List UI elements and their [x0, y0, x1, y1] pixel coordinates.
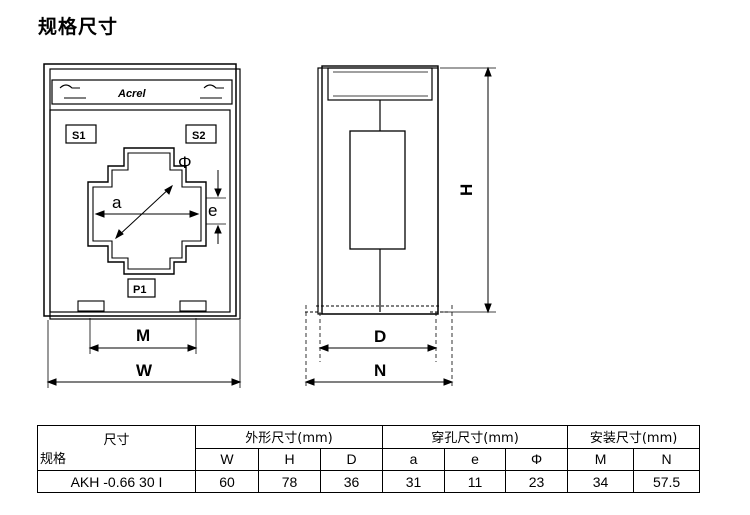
- brand-logo: Acrel: [117, 88, 146, 100]
- group-outline: 外形尺寸(mm): [194, 425, 384, 449]
- cell-model: AKH -0.66 30 I: [37, 470, 196, 493]
- dim-n: N: [374, 361, 386, 380]
- front-labels: Acrel S1 S2 P1: [72, 88, 205, 296]
- terminal-p1: P1: [133, 284, 146, 296]
- header-size-label: 尺寸: [103, 433, 130, 448]
- cell-phi: 23: [505, 470, 569, 493]
- dim-h: H: [457, 184, 476, 196]
- terminal-s2: S2: [192, 130, 205, 142]
- dim-m: M: [136, 326, 150, 345]
- cell-h: 78: [258, 470, 321, 493]
- terminal-s1: S1: [72, 130, 85, 142]
- header-corner: 尺寸 规格: [37, 425, 196, 471]
- col-d: D: [319, 447, 384, 471]
- header-spec-label: 规格: [40, 452, 67, 467]
- table-row: AKH -0.66 30 I 60 78 36 31 11 23 34 57.5: [37, 470, 701, 493]
- cell-m: 34: [567, 470, 635, 493]
- dim-phi: Φ: [178, 153, 192, 172]
- cell-a: 31: [382, 470, 446, 493]
- cell-w: 60: [195, 470, 259, 493]
- cell-n: 57.5: [633, 470, 701, 493]
- col-phi: Φ: [505, 447, 569, 471]
- group-hole: 穿孔尺寸(mm): [382, 425, 569, 449]
- table-subheader-row: W H D a e Φ M N: [38, 447, 701, 471]
- page-heading: 规格尺寸: [38, 16, 119, 38]
- front-view: [43, 63, 242, 388]
- cell-d: 36: [319, 470, 384, 493]
- col-n: N: [633, 447, 701, 471]
- side-view: [304, 65, 496, 387]
- dimension-drawing: Acrel S1 S2 P1 Φ a e M W: [43, 63, 496, 388]
- col-w: W: [195, 447, 259, 471]
- side-dim-labels: H D N: [374, 184, 476, 380]
- dim-e: e: [208, 201, 217, 220]
- col-h: H: [258, 447, 321, 471]
- dim-w: W: [136, 361, 153, 380]
- group-mount: 安装尺寸(mm): [567, 425, 701, 449]
- front-dim-labels: Φ a e M W: [112, 153, 217, 380]
- spec-table: 尺寸 规格 外形尺寸(mm) 穿孔尺寸(mm) 安装尺寸(mm) W H D a…: [37, 425, 701, 493]
- dim-d: D: [374, 327, 386, 346]
- col-m: M: [567, 447, 635, 471]
- cell-e: 11: [444, 470, 507, 493]
- col-a: a: [382, 447, 446, 471]
- table-header-row: 尺寸 规格 外形尺寸(mm) 穿孔尺寸(mm) 安装尺寸(mm): [37, 425, 701, 471]
- col-e: e: [444, 447, 507, 471]
- dim-a: a: [112, 193, 122, 212]
